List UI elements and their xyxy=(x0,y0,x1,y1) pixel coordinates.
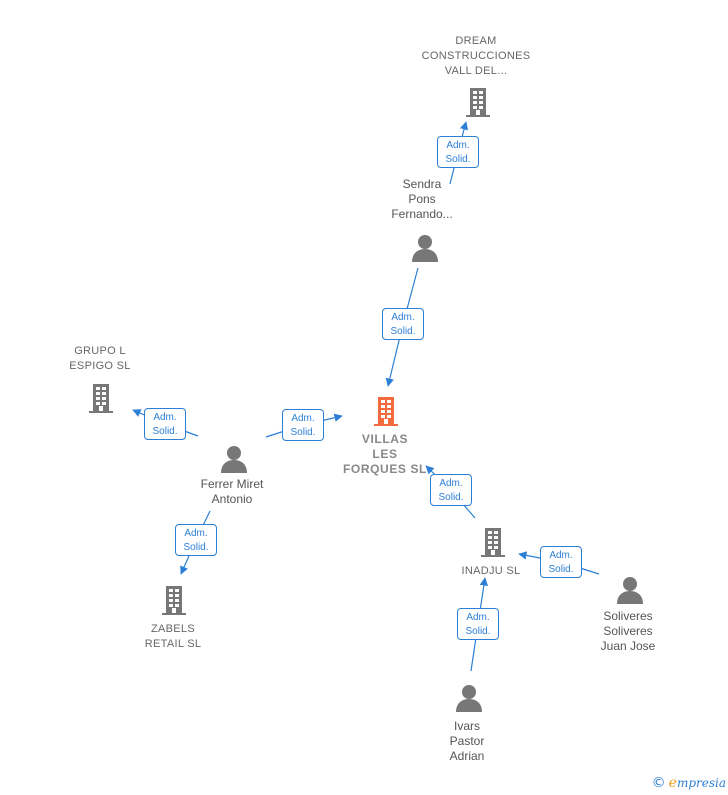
edge-label-text: Solid. xyxy=(445,154,471,165)
edge-label-text: Adm. xyxy=(466,612,490,623)
node-label-ferrer[interactable]: Ferrer Miret Antonio xyxy=(200,477,264,506)
person-icon-ivars[interactable] xyxy=(453,682,485,719)
person-icon-soliveres[interactable] xyxy=(614,574,646,611)
node-label-ivars[interactable]: Ivars Pastor Adrian xyxy=(449,719,485,763)
edge-label-e6[interactable]: Adm. Solid. xyxy=(430,474,472,506)
edge-label-text: Adm. xyxy=(184,528,208,539)
brand-logo: ©empresia xyxy=(651,775,726,791)
node-label-zabels[interactable]: ZABELS RETAIL SL xyxy=(144,623,202,650)
node-label-grupo[interactable]: GRUPO L ESPIGO SL xyxy=(69,345,131,372)
node-label-inadju[interactable]: INADJU SL xyxy=(461,565,521,577)
copyright-icon: © xyxy=(651,775,666,791)
edge-label-text: Solid. xyxy=(548,564,574,575)
company-icon-inadju[interactable] xyxy=(477,526,509,563)
edge-label-e3[interactable]: Adm. Solid. xyxy=(144,408,186,440)
edge-label-text: Solid. xyxy=(152,426,178,437)
company-icon-zabels[interactable] xyxy=(158,584,190,621)
company-icon-grupo[interactable] xyxy=(85,382,117,419)
edge-label-e5[interactable]: Adm. Solid. xyxy=(175,524,217,556)
node-label-sendra[interactable]: Sendra Pons Fernando... xyxy=(391,177,453,221)
edge-label-text: Solid. xyxy=(390,326,416,337)
company-icon-dream[interactable] xyxy=(462,86,494,123)
edge-label-text: Adm. xyxy=(391,312,415,323)
edge-label-text: Adm. xyxy=(291,413,315,424)
edge-label-text: Solid. xyxy=(183,542,209,553)
edge-label-text: Solid. xyxy=(290,427,316,438)
company-icon-villas[interactable] xyxy=(370,395,402,432)
node-label-dream[interactable]: DREAM CONSTRUCCIONES VALL DEL... xyxy=(421,35,531,77)
edge-label-e4[interactable]: Adm. Solid. xyxy=(282,409,324,441)
edge-label-e2[interactable]: Adm. Solid. xyxy=(382,308,424,340)
person-icon-ferrer[interactable] xyxy=(218,443,250,480)
node-label-villas[interactable]: VILLAS LES FORQUES SL xyxy=(342,432,427,476)
edge-label-text: Adm. xyxy=(446,140,470,151)
node-label-soliveres[interactable]: Soliveres Soliveres Juan Jose xyxy=(600,609,656,653)
edge-label-text: Solid. xyxy=(438,492,464,503)
edge-label-e7[interactable]: Adm. Solid. xyxy=(540,546,582,578)
edge-label-e8[interactable]: Adm. Solid. xyxy=(457,608,499,640)
edge-label-e1[interactable]: Adm. Solid. xyxy=(437,136,479,168)
edge-label-text: Adm. xyxy=(153,412,177,423)
person-icon-sendra[interactable] xyxy=(409,232,441,269)
edge-label-text: Adm. xyxy=(439,478,463,489)
edge-label-text: Solid. xyxy=(465,626,491,637)
edge-label-text: Adm. xyxy=(549,550,573,561)
